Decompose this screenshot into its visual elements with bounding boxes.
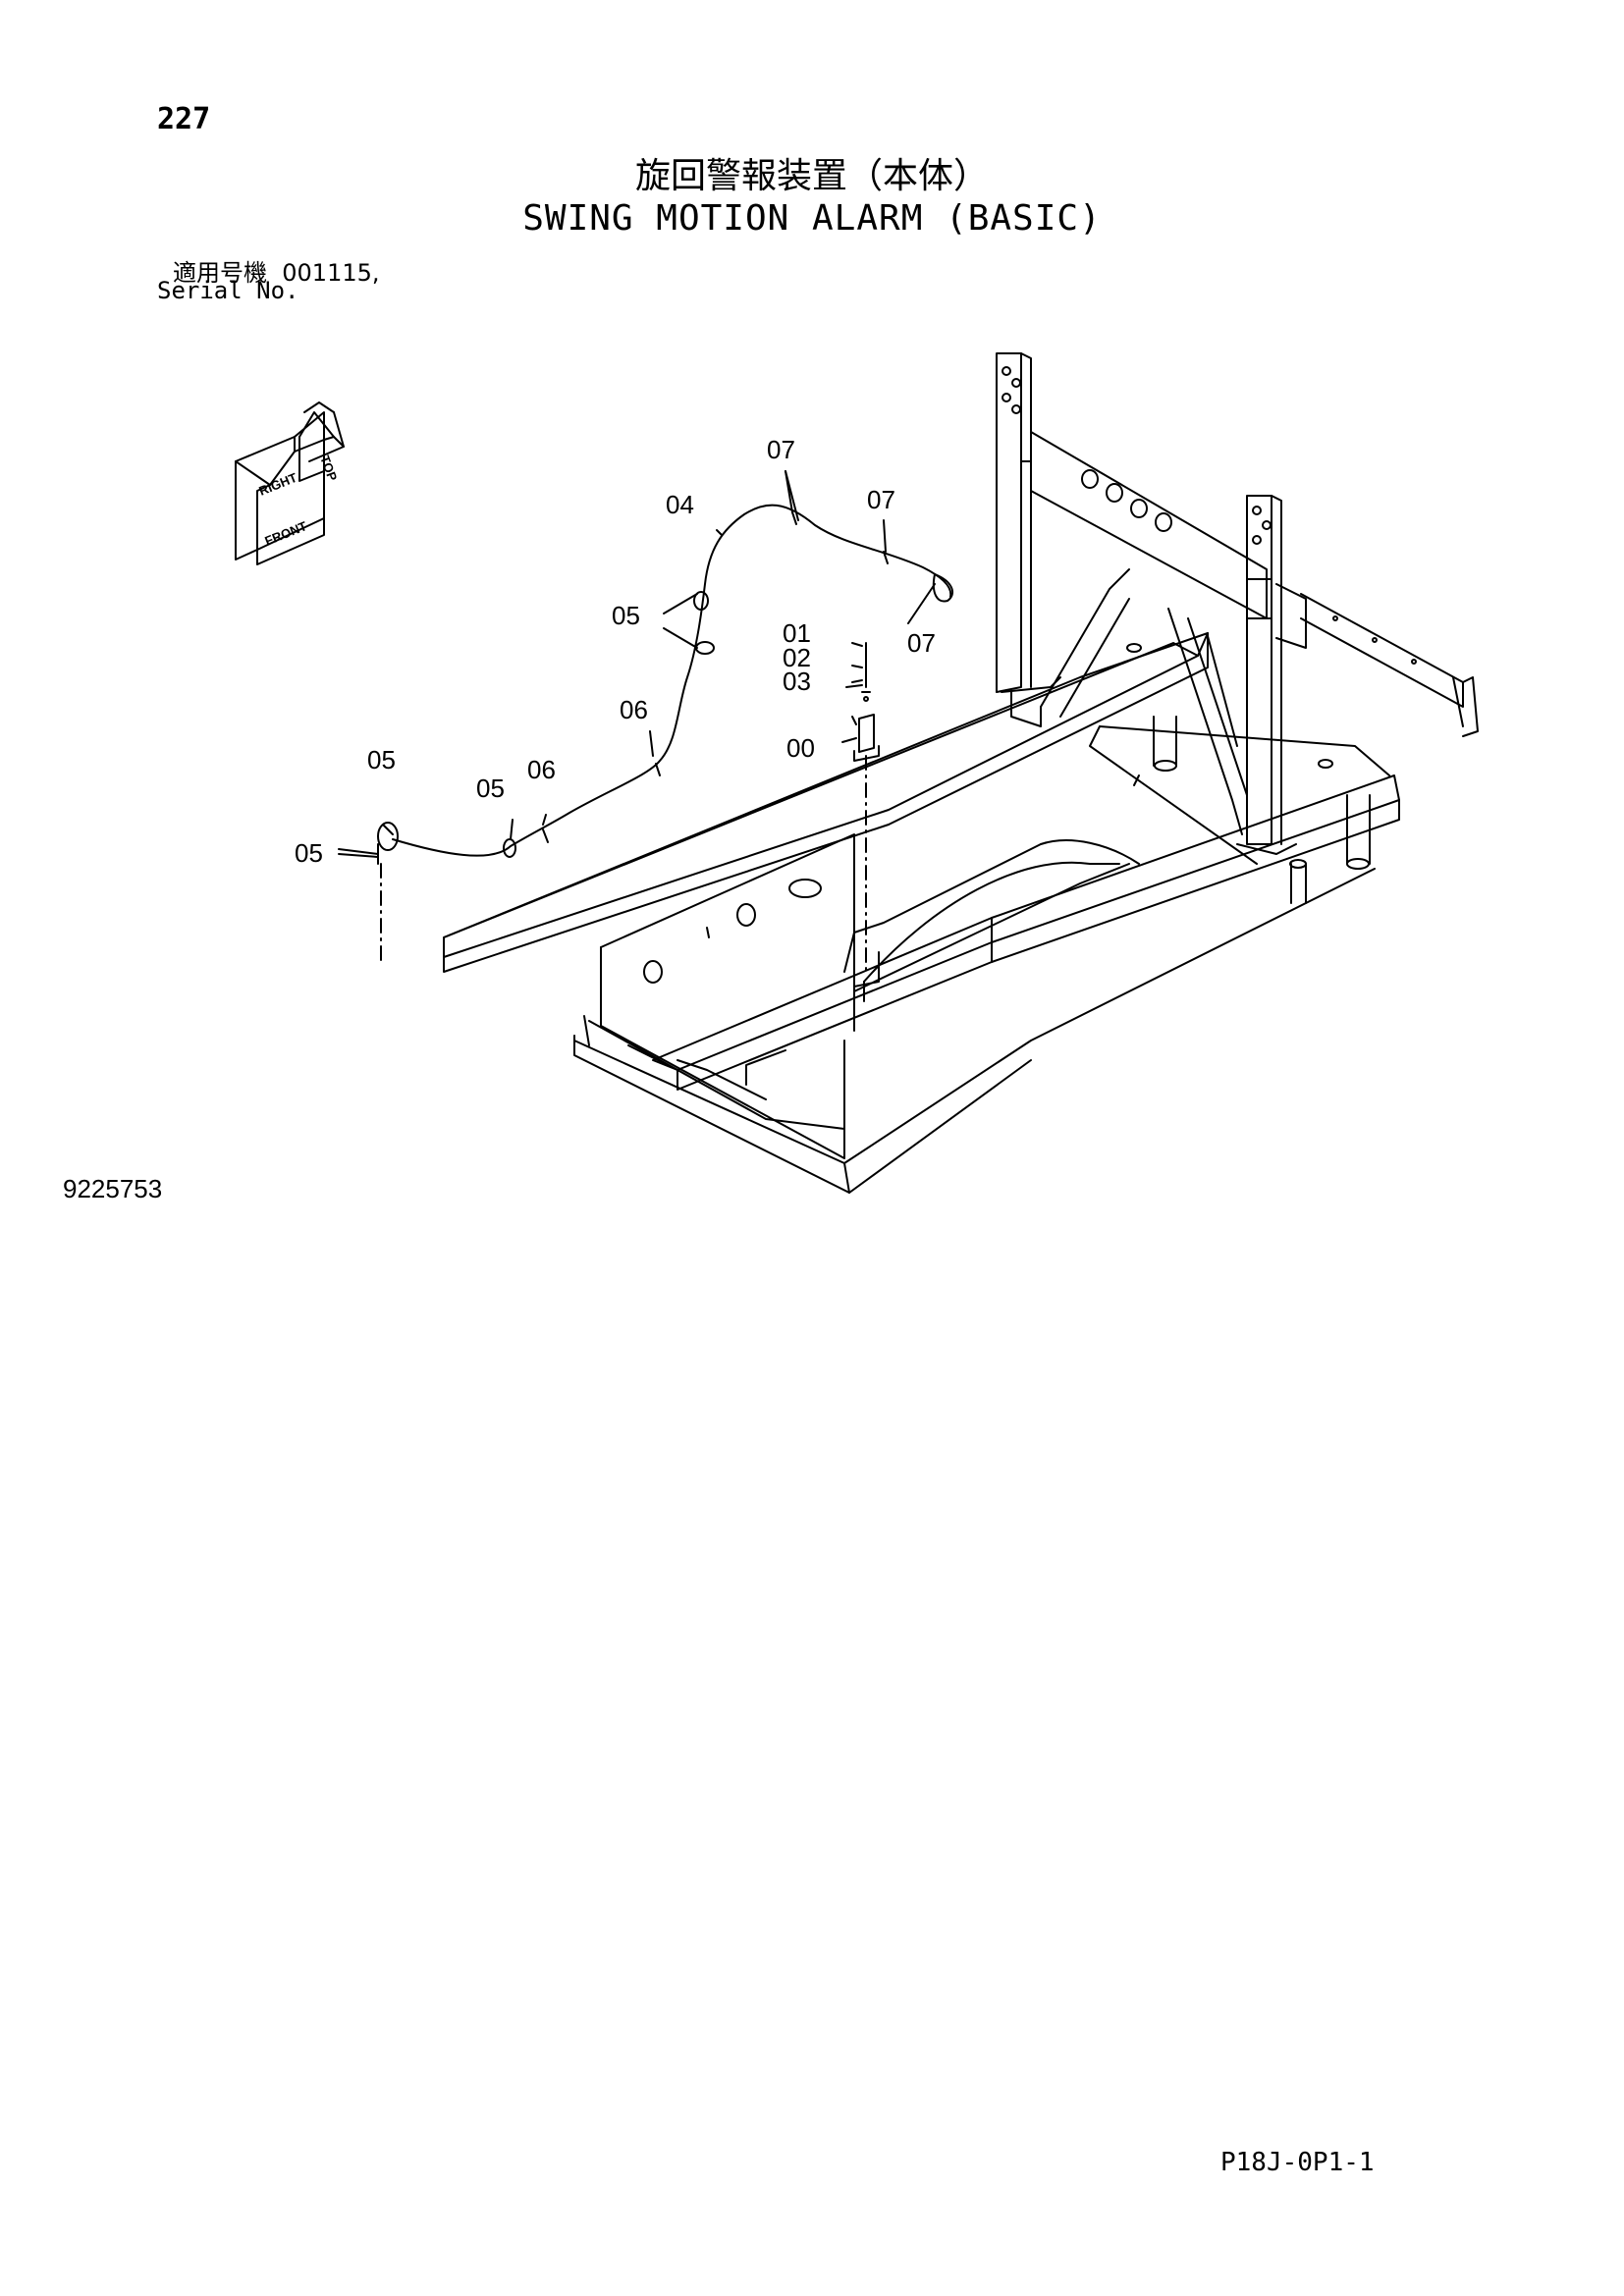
frame-right-beam <box>652 774 1400 1091</box>
callout-06-a: 06 <box>620 695 648 724</box>
frame-left-beam <box>443 632 1209 973</box>
callout-05-d: 05 <box>295 838 323 868</box>
callout-05-b: 05 <box>367 745 396 774</box>
frame-diagonal-braces <box>1040 568 1248 835</box>
callout-07-a: 07 <box>767 435 795 464</box>
callout-05-c: 05 <box>476 774 505 803</box>
page-title-japanese: 旋回警報装置（本体） <box>634 156 989 196</box>
frame-inner-channel <box>843 839 1140 1002</box>
page-title-english: SWING MOTION ALARM (BASIC) <box>522 198 1102 239</box>
frame-rear-deck <box>1089 643 1390 865</box>
serial-value: 001115, <box>282 259 380 287</box>
frame-cylinders <box>1153 716 1371 904</box>
callout-leaders <box>338 470 936 858</box>
callout-01: 01 <box>783 618 811 648</box>
frame-right-post <box>1236 495 1307 855</box>
callout-05-a: 05 <box>612 601 640 630</box>
page-number: 227 <box>157 102 211 136</box>
serial-label-english: Serial No. <box>157 277 299 304</box>
orientation-indicator-icon <box>235 401 345 565</box>
parts-diagram: RIGHT FRONT TOP <box>235 352 1479 1194</box>
drawing-number: 9225753 <box>63 1174 163 1203</box>
callout-03: 03 <box>783 667 811 696</box>
serial-label-jp: 適用号機 <box>173 259 267 287</box>
callout-06-b: 06 <box>527 755 556 784</box>
orientation-top-label: TOP <box>317 454 340 483</box>
swing-alarm-component <box>851 642 880 988</box>
frame-base-plate <box>573 868 1376 1194</box>
callout-04: 04 <box>666 490 694 519</box>
callout-07-b: 07 <box>867 485 895 514</box>
frame-side-rail <box>1300 593 1479 737</box>
frame-rear-bulkhead <box>996 352 1268 727</box>
wire-harness <box>377 504 954 963</box>
callout-02: 02 <box>783 643 811 672</box>
page-code: P18J-0P1-1 <box>1220 2148 1375 2177</box>
callout-07-c: 07 <box>907 628 936 658</box>
callout-00: 00 <box>786 733 815 763</box>
serial-label-japanese: 適用号機 001115, <box>173 253 380 288</box>
